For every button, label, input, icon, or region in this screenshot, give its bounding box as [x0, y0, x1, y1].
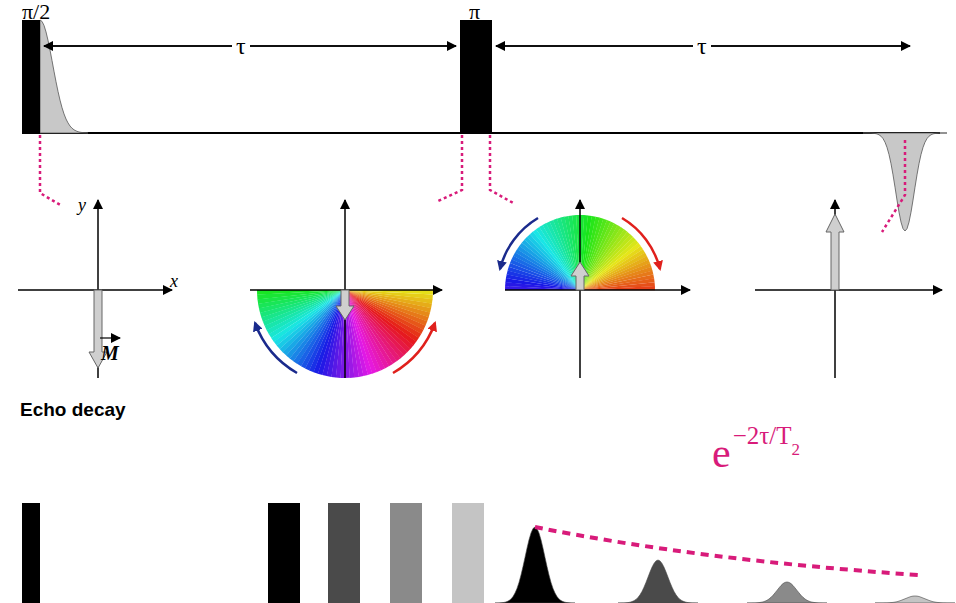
echo-train	[22, 503, 955, 603]
phase-wedge	[580, 278, 655, 290]
time-marker	[40, 135, 905, 232]
pi-pulse	[460, 20, 492, 133]
phase-wedge	[345, 290, 433, 304]
axes	[18, 200, 942, 378]
tau-arrow	[44, 45, 456, 47]
fid-signal	[40, 20, 88, 133]
phase-wedge	[345, 290, 433, 299]
pulse-sequence	[22, 20, 947, 232]
vector-symbol: M	[101, 343, 119, 363]
axis-label: x	[170, 272, 178, 290]
echo-peak	[875, 596, 955, 603]
pi-half-pulse	[22, 20, 40, 133]
phase-wedge	[580, 274, 654, 290]
precession-arrow	[255, 218, 660, 373]
phase-wedge	[580, 282, 655, 290]
formula-exponent: −2τ/T	[733, 423, 792, 448]
formula-base: e	[712, 432, 731, 474]
echo-peak	[495, 527, 575, 603]
decay-envelope	[535, 527, 918, 575]
vector-symbol-arrow	[100, 337, 120, 338]
section-title: Echo decay	[20, 400, 126, 419]
echo-signal	[863, 133, 947, 231]
magnetization-vector	[89, 214, 844, 368]
echo-peak	[618, 560, 698, 603]
tau-arrow	[44, 45, 456, 47]
echo-peak	[747, 582, 827, 603]
delay-label: τ	[693, 34, 711, 58]
formula-subscript: 2	[792, 441, 801, 458]
pulse-label: π	[469, 1, 480, 23]
delay-label: τ	[232, 34, 250, 58]
pulse-label: π/2	[22, 1, 50, 23]
axis-label: y	[78, 196, 86, 214]
